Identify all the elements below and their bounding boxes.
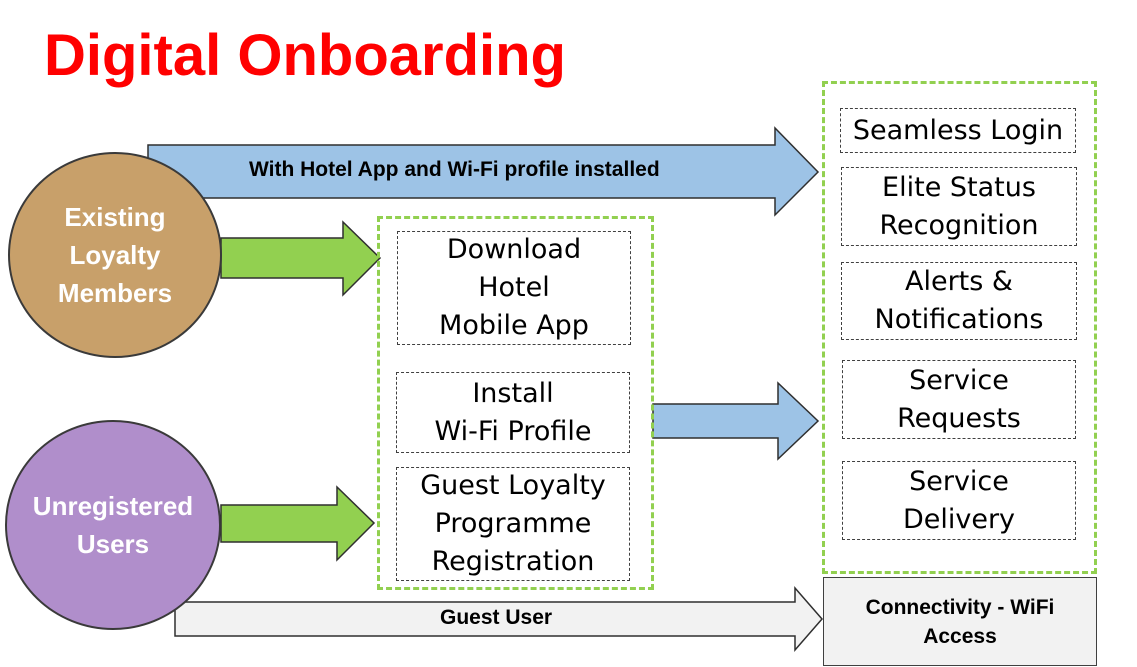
guest-user-arrow <box>174 585 823 653</box>
existing-green-arrow <box>220 220 382 297</box>
unregistered-green-arrow <box>220 485 376 562</box>
onboarding-steps-group <box>377 216 654 590</box>
connectivity-wifi-box: Connectivity - WiFi Access <box>823 577 1097 666</box>
guest-user-label: Guest User <box>440 606 553 629</box>
step-download-app: Download Hotel Mobile App <box>397 231 631 345</box>
existing-loyalty-members-circle: Existing Loyalty Members <box>8 152 222 358</box>
top-blue-arrow <box>147 126 820 217</box>
service-alerts: Alerts & Notifications <box>841 262 1077 340</box>
services-group <box>822 81 1097 574</box>
service-elite-status: Elite Status Recognition <box>841 167 1077 246</box>
unregistered-users-circle: Unregistered Users <box>5 420 221 630</box>
service-delivery: Service Delivery <box>842 461 1076 540</box>
service-seamless-login: Seamless Login <box>840 108 1076 153</box>
middle-blue-arrow <box>652 381 820 461</box>
step-loyalty-registration: Guest Loyalty Programme Registration <box>396 467 630 581</box>
step-install-wifi: Install Wi-Fi Profile <box>396 372 630 453</box>
page-title: Digital Onboarding <box>44 23 566 88</box>
service-requests: Service Requests <box>842 360 1076 439</box>
top-arrow-label: With Hotel App and Wi-Fi profile install… <box>249 158 660 181</box>
